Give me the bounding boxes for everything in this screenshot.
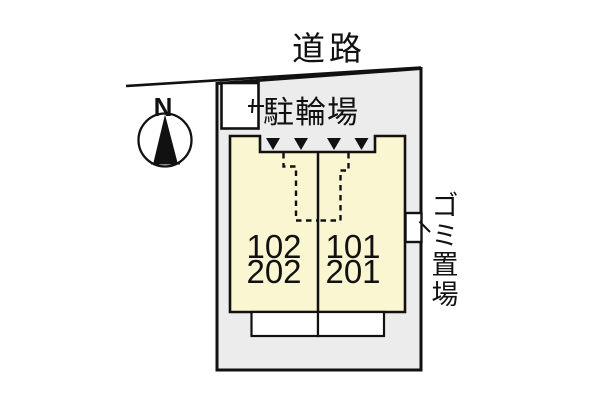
- road-label: 道路: [292, 30, 366, 67]
- stair-path-right: [318, 153, 350, 222]
- compass-north-label: N: [153, 92, 173, 122]
- unit-numbers-left: 102 202: [230, 228, 318, 290]
- porch-left: [250, 310, 320, 338]
- garbage-char: 置: [431, 250, 459, 280]
- porch-right: [316, 310, 386, 338]
- entrance-arrow-icon: [294, 138, 308, 150]
- garbage-char: 場: [431, 279, 459, 310]
- entrance-arrow-icon: [354, 138, 369, 150]
- garbage-leader-tick: [418, 220, 431, 233]
- entrance-arrow-icon: [266, 138, 280, 150]
- entrance-arrow-icon: [327, 138, 341, 150]
- unit-number: 101: [325, 228, 381, 265]
- garbage-area-label: ゴ ミ 置 場: [430, 191, 460, 310]
- garbage-char: ミ: [431, 220, 459, 251]
- unit-number: 102: [246, 228, 302, 265]
- unit-number: 201: [325, 253, 381, 290]
- unit-numbers-right: 101 201: [309, 228, 397, 290]
- bicycle-parking-label: 駐輪場: [263, 95, 359, 130]
- garbage-char: ゴ: [431, 191, 459, 221]
- road-boundary-line: [125, 66, 422, 88]
- north-compass-icon: [137, 112, 193, 168]
- unit-number: 202: [246, 253, 302, 290]
- garbage-area-marker: [404, 211, 423, 244]
- bicycle-leader-tick: [251, 98, 254, 114]
